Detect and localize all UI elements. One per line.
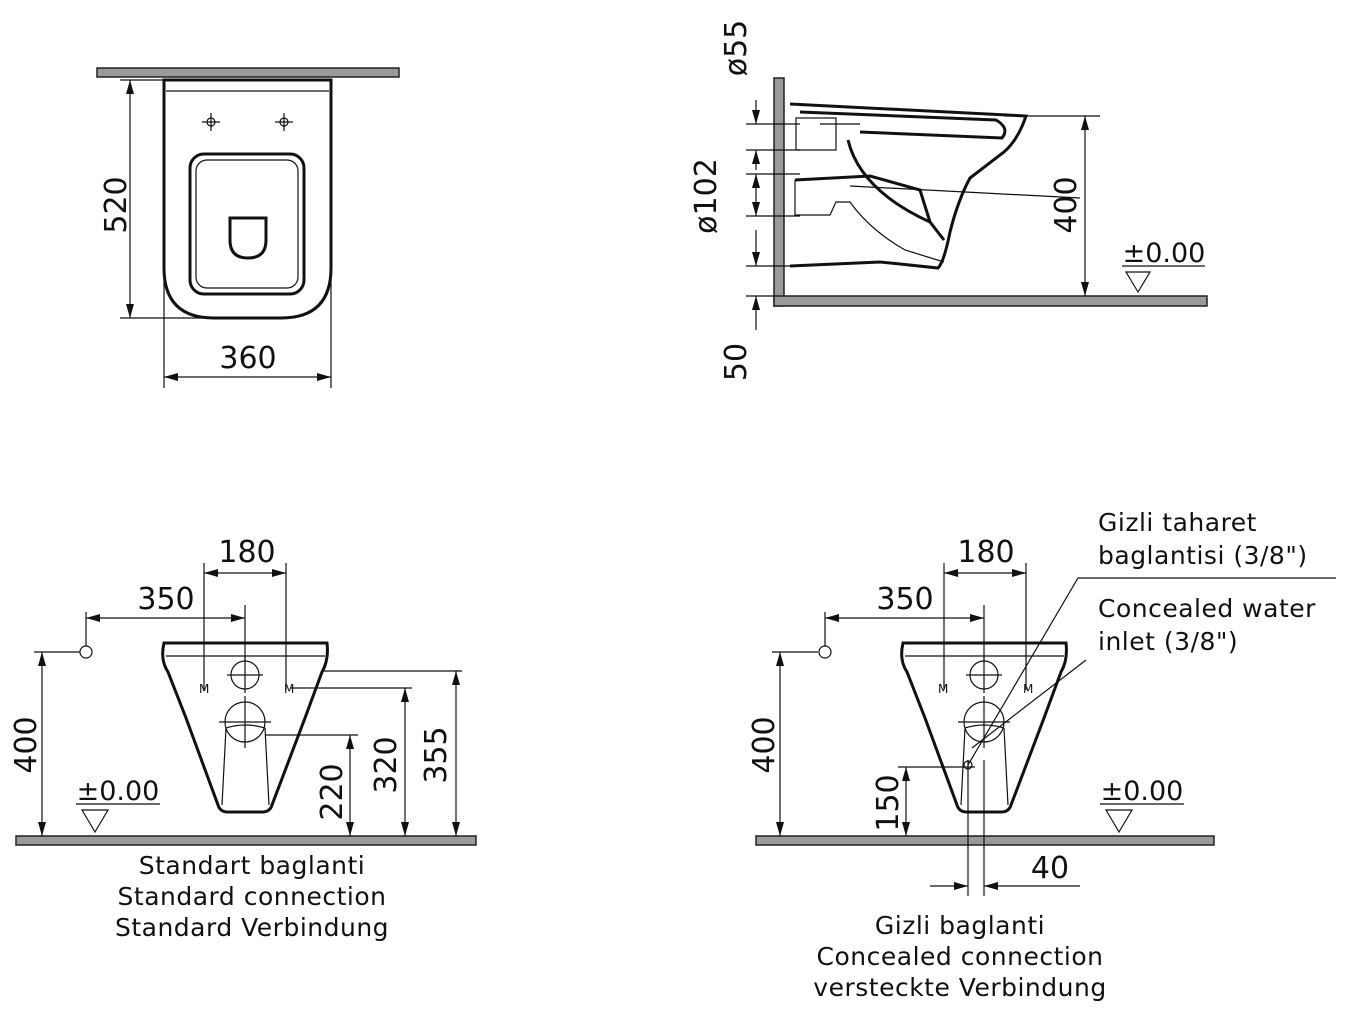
standard-level-marker-icon — [80, 809, 110, 834]
side-view-floor — [773, 295, 1208, 307]
side-view-bowl-outline — [789, 102, 1029, 270]
fixing-hole-left-icon — [202, 113, 220, 131]
concealed-note-tr-1: Gizli taharet — [1098, 508, 1257, 537]
standard-water-hole-icon — [79, 645, 93, 659]
side-level-marker-icon — [1124, 271, 1152, 294]
standard-dim-180: 180 — [218, 535, 275, 570]
side-level-label: ±0.00 — [1123, 238, 1206, 269]
concealed-level-label: ±0.00 — [1101, 776, 1184, 807]
concealed-dim-350: 350 — [876, 582, 933, 617]
dim-top-width: 360 — [219, 341, 276, 376]
dim-pipe-large: ø102 — [689, 158, 724, 234]
top-view-bowl-outline — [162, 78, 333, 320]
concealed-leader-inlet — [971, 659, 1087, 749]
standard-floor — [15, 835, 477, 846]
dim-top-depth: 520 — [99, 176, 134, 233]
svg-text:M: M — [1023, 682, 1033, 696]
concealed-dim-400: 400 — [747, 716, 782, 773]
concealed-dim-40: 40 — [1031, 851, 1069, 886]
standard-caption-en: Standard connection — [118, 882, 387, 911]
concealed-caption-de: versteckte Verbindung — [813, 973, 1106, 1002]
dim-floor-gap: 50 — [719, 343, 754, 381]
svg-text:M: M — [284, 682, 294, 696]
standard-dim-220: 220 — [315, 763, 350, 820]
svg-text:M: M — [938, 682, 948, 696]
dim-pipe-small: ø55 — [719, 20, 754, 77]
concealed-leader-bidet — [967, 577, 1336, 766]
side-view-wall — [773, 77, 785, 307]
concealed-level-marker-icon — [1104, 809, 1134, 834]
standard-dim-350: 350 — [137, 582, 194, 617]
concealed-floor — [755, 835, 1215, 846]
standard-caption-de: Standard Verbindung — [115, 913, 389, 942]
standard-level-label: ±0.00 — [77, 776, 160, 807]
standard-dim-320: 320 — [369, 736, 404, 793]
concealed-note-en-2: inlet (3/8") — [1098, 627, 1238, 656]
concealed-connection-view: M M 180 350 400 150 4 — [747, 508, 1336, 1002]
concealed-caption-en: Concealed connection — [817, 942, 1104, 971]
concealed-dim-150: 150 — [871, 774, 906, 831]
concealed-caption-tr: Gizli baglanti — [875, 911, 1045, 940]
concealed-dim-180: 180 — [957, 535, 1014, 570]
fixing-hole-right-icon — [275, 113, 293, 131]
top-view-seat — [188, 152, 306, 296]
dim-side-height: 400 — [1049, 176, 1084, 233]
top-view: 520 360 — [96, 67, 400, 388]
concealed-note-en-1: Concealed water — [1098, 594, 1316, 623]
concealed-bowl-outline — [900, 641, 1068, 814]
concealed-note-tr-2: baglantisi (3/8") — [1098, 541, 1308, 570]
standard-connection-view: M M 180 350 400 ±0.00 220 — [9, 535, 477, 942]
side-view: 400 ±0.00 ø55 ø102 50 — [689, 20, 1208, 381]
top-view-wall — [96, 67, 400, 78]
standard-caption-tr: Standart baglanti — [139, 851, 365, 880]
standard-dim-400: 400 — [9, 716, 44, 773]
concealed-water-hole-icon — [818, 645, 832, 659]
standard-dim-355: 355 — [419, 726, 454, 783]
standard-bowl-outline — [161, 641, 329, 814]
top-view-drain — [228, 216, 268, 260]
